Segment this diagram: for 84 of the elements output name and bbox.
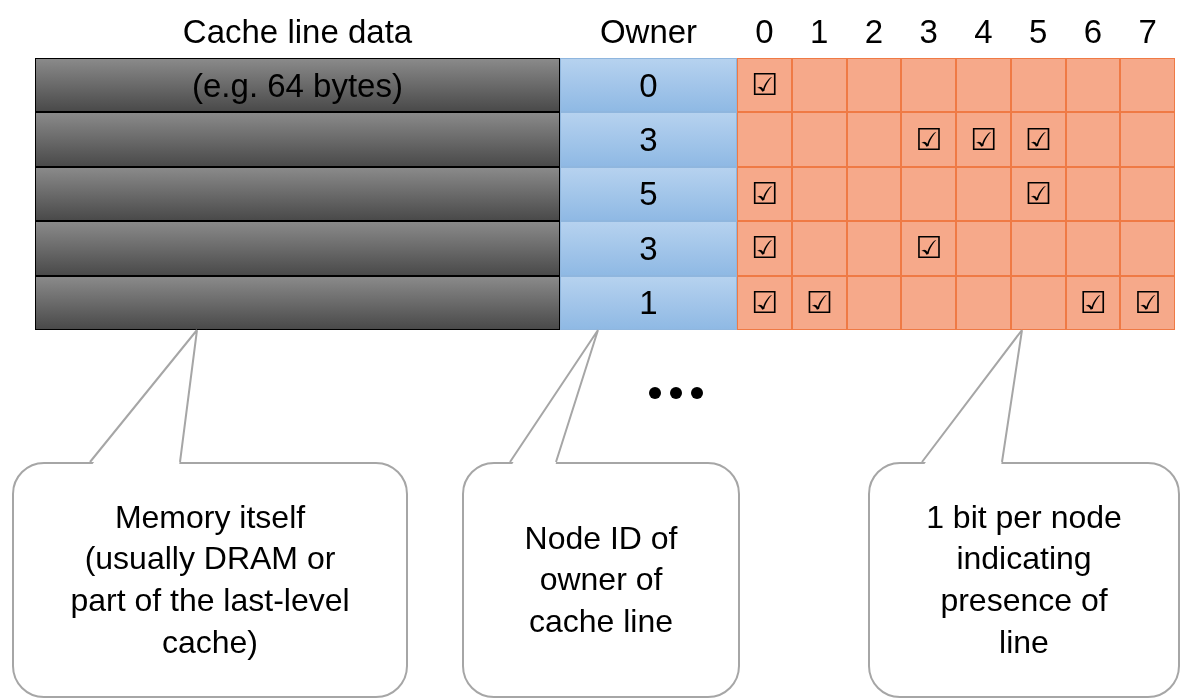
- presence-bit-cell: [791, 112, 847, 167]
- column-header: 7: [1137, 11, 1158, 52]
- presence-bit-cell: [901, 112, 956, 167]
- column-header: Owner: [598, 11, 699, 52]
- presence-bit-cell: [737, 166, 792, 222]
- presence-bit-cell: [956, 275, 1011, 330]
- presence-bit-cell: [1010, 112, 1066, 167]
- presence-bit-cell: [1065, 112, 1121, 167]
- presence-bit-cell: [1010, 166, 1066, 222]
- presence-bit-cell: [1065, 166, 1121, 222]
- owner-cell: [560, 221, 737, 276]
- checkbox-mark: ☑: [915, 124, 943, 155]
- owner-cell: [560, 275, 737, 330]
- checkbox-mark: ☑: [969, 124, 997, 155]
- presence-bit-cell: [956, 112, 1011, 167]
- presence-bit-cell: [901, 275, 956, 330]
- presence-bit-cell: [1120, 58, 1175, 113]
- presence-bit-cell: [1120, 275, 1175, 330]
- presence-bit-cell: [1120, 112, 1175, 167]
- presence-bit-cell: [956, 221, 1011, 276]
- column-header: 2: [863, 11, 885, 52]
- presence-bit-cell: [901, 221, 956, 276]
- memory-cell: [35, 112, 560, 167]
- column-header: 6: [1082, 11, 1104, 52]
- cell-text: 5: [639, 177, 658, 211]
- presence-bit-cell: [901, 166, 956, 222]
- presence-bit-cell: [1065, 58, 1121, 113]
- presence-bit-cell: [1010, 58, 1066, 113]
- checkbox-mark: ☑: [750, 287, 778, 318]
- presence-bit-cell: [956, 58, 1011, 113]
- presence-bit-cell: [737, 275, 792, 330]
- checkbox-mark: ☑: [915, 233, 943, 264]
- checkbox-mark: ☑: [1079, 287, 1107, 318]
- presence-bit-cell: [791, 221, 847, 276]
- presence-bit-cell: [1010, 275, 1066, 330]
- callout-bubble: [868, 462, 1180, 698]
- presence-bit-cell: [1065, 275, 1121, 330]
- cell-text: 3: [639, 231, 658, 265]
- checkbox-mark: ☑: [1134, 287, 1162, 318]
- presence-bit-cell: [791, 166, 847, 222]
- checkbox-mark: ☑: [750, 179, 778, 209]
- owner-cell: [560, 166, 737, 222]
- presence-bit-cell: [1065, 221, 1121, 276]
- callout-bubble: [462, 462, 740, 698]
- presence-bit-cell: [737, 112, 792, 167]
- presence-bit-cell: [737, 58, 792, 113]
- presence-bit-cell: [791, 275, 847, 330]
- memory-cell: [35, 275, 560, 330]
- checkbox-mark: ☑: [1024, 124, 1052, 155]
- memory-cell: [35, 221, 560, 276]
- memory-cell: [35, 58, 560, 113]
- presence-bit-cell: [846, 275, 902, 330]
- cell-text: 3: [639, 123, 658, 157]
- column-header: 0: [754, 11, 775, 52]
- cell-text: (e.g. 64 bytes): [192, 68, 403, 102]
- callout-text: 1 bit per node indicating presence of line: [925, 497, 1123, 662]
- presence-bit-cell: [846, 166, 902, 222]
- owner-cell: [560, 112, 737, 167]
- presence-bit-cell: [846, 112, 902, 167]
- presence-bit-cell: [956, 166, 1011, 222]
- column-header: 4: [973, 11, 994, 52]
- presence-bit-cell: [1120, 221, 1175, 276]
- owner-cell: [560, 58, 737, 113]
- presence-bit-cell: [1010, 221, 1066, 276]
- checkbox-mark: ☑: [805, 287, 833, 318]
- checkbox-mark: ☑: [750, 70, 778, 101]
- memory-cell: [35, 166, 560, 222]
- cell-text: 1: [639, 286, 658, 320]
- checkbox-mark: ☑: [750, 233, 778, 264]
- column-header: 3: [918, 11, 939, 52]
- presence-bit-cell: [791, 58, 847, 113]
- presence-bit-cell: [737, 221, 792, 276]
- presence-bit-cell: [846, 221, 902, 276]
- callout-text: Node ID of owner of cache line: [523, 518, 679, 641]
- presence-bit-cell: [1120, 166, 1175, 222]
- cell-text: 0: [639, 68, 658, 102]
- callout-bubble: [12, 462, 408, 698]
- presence-bit-cell: [846, 58, 902, 113]
- checkbox-mark: ☑: [1024, 179, 1052, 209]
- callout-text: Memory itself (usually DRAM or part of the last-level cache): [69, 497, 351, 662]
- presence-bit-cell: [901, 58, 956, 113]
- column-header: Cache line data: [181, 11, 414, 52]
- column-header: 1: [808, 11, 830, 52]
- column-header: 5: [1027, 11, 1049, 52]
